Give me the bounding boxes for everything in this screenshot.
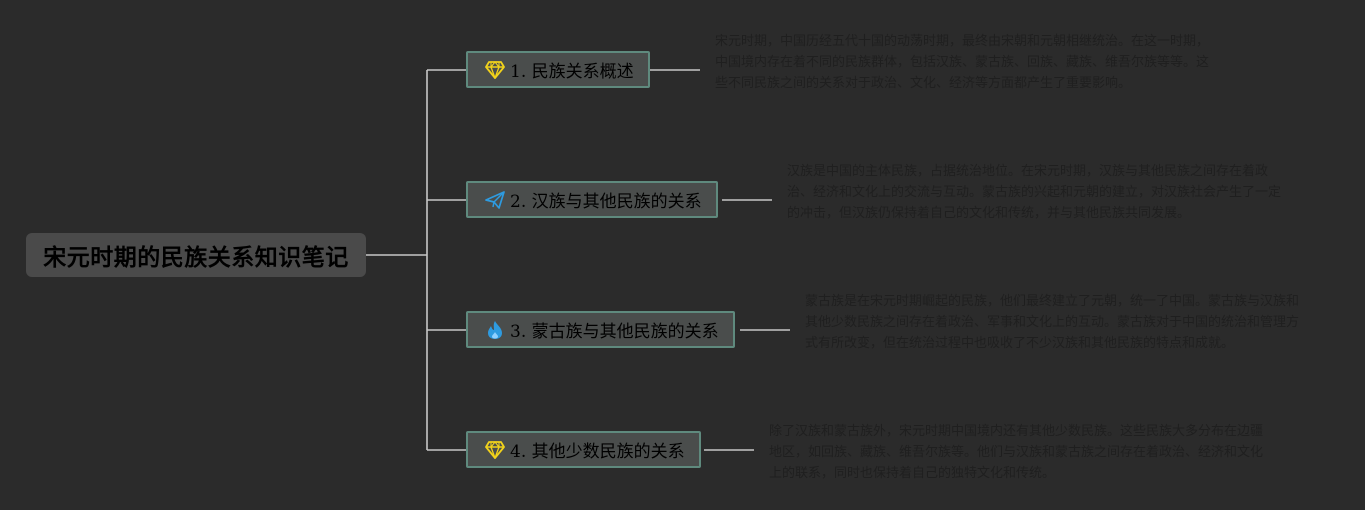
topic-4-label: 4. 其他少数民族的关系 <box>510 442 685 462</box>
root-topic-label: 宋元时期的民族关系知识笔记 <box>43 245 349 271</box>
topic-2-label: 2. 汉族与其他民族的关系 <box>510 192 702 212</box>
paper-plane-icon <box>484 189 506 211</box>
root-topic[interactable]: 宋元时期的民族关系知识笔记 <box>26 233 366 277</box>
topic-4-node[interactable]: 4. 其他少数民族的关系 <box>466 431 701 468</box>
flame-icon <box>484 319 506 341</box>
topic-1-note: 宋元时期，中国历经五代十国的动荡时期，最终由宋朝和元朝相继统治。在这一时期，中国… <box>715 34 1210 91</box>
topic-1-node[interactable]: 1. 民族关系概述 <box>466 51 650 88</box>
topic-2-node[interactable]: 2. 汉族与其他民族的关系 <box>466 181 718 218</box>
topic-3-note: 蒙古族是在宋元时期崛起的民族，他们最终建立了元朝，统一了中国。蒙古族与汉族和其他… <box>805 294 1300 351</box>
gem-icon <box>484 439 506 461</box>
topic-3-label: 3. 蒙古族与其他民族的关系 <box>510 322 719 342</box>
topic-4-note: 除了汉族和蒙古族外，宋元时期中国境内还有其他少数民族。这些民族大多分布在边疆地区… <box>769 424 1264 481</box>
topic-1-label: 1. 民族关系概述 <box>510 62 634 82</box>
topic-2-note: 汉族是中国的主体民族，占据统治地位。在宋元时期，汉族与其他民族之间存在着政治、经… <box>787 164 1282 221</box>
topic-3-node[interactable]: 3. 蒙古族与其他民族的关系 <box>466 311 735 348</box>
gem-icon <box>484 59 506 81</box>
